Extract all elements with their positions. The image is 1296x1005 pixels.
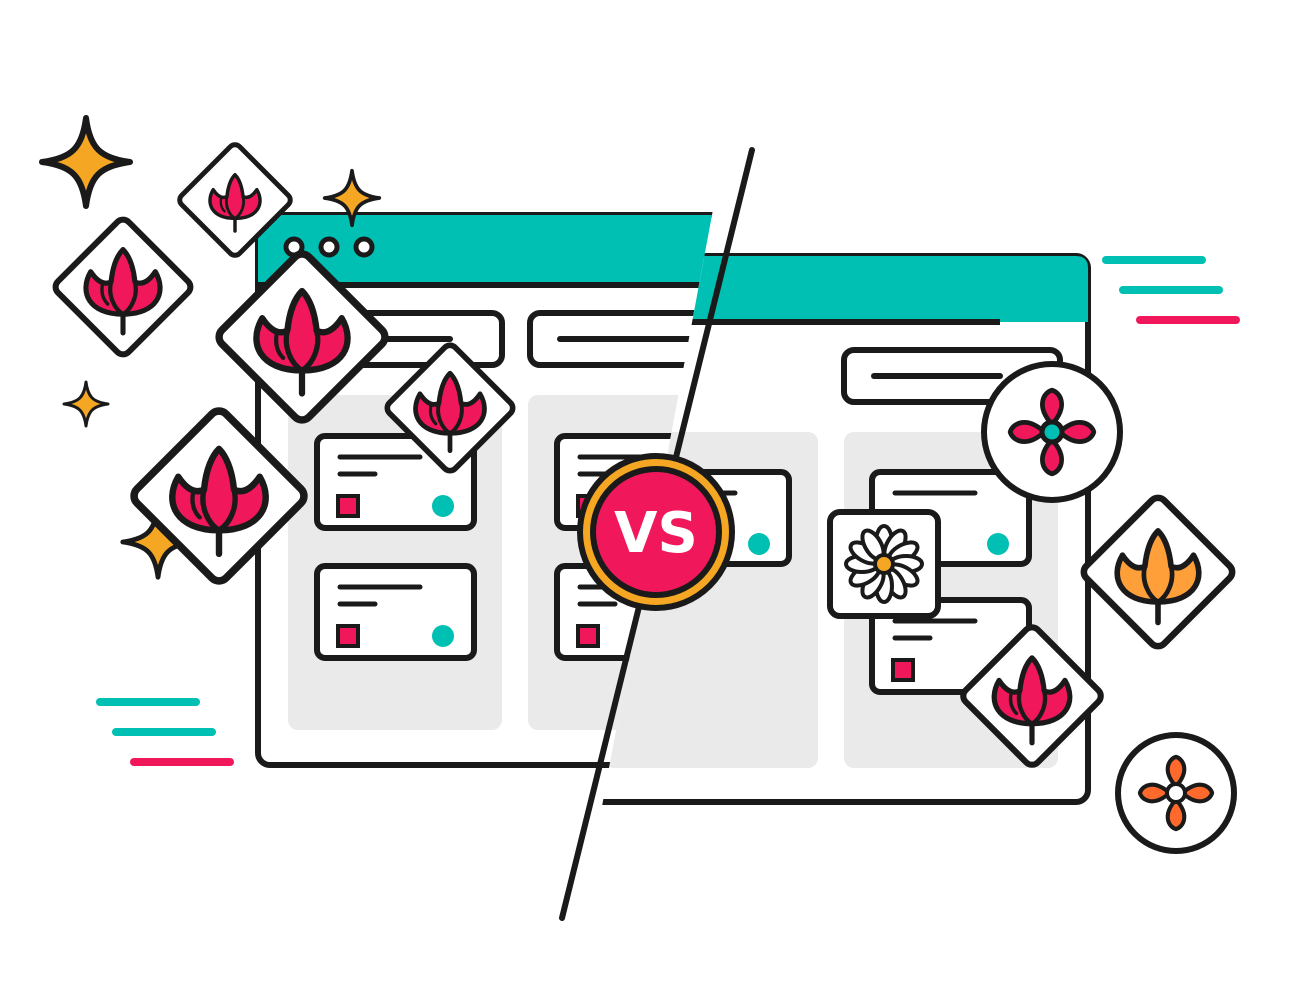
window-dot	[318, 236, 340, 258]
window-dot	[353, 236, 375, 258]
four-petal-flower-icon	[981, 361, 1123, 503]
sparkle-icon	[42, 118, 130, 206]
tulip-icon	[1080, 494, 1236, 650]
sparkle-icon	[62, 380, 110, 428]
four-petal-flower-icon	[1115, 732, 1237, 854]
tulip-icon	[52, 216, 193, 357]
daisy-icon	[827, 509, 941, 619]
task-card	[314, 563, 477, 661]
vs-label: VS	[614, 501, 698, 566]
vs-badge: VS	[577, 453, 735, 611]
